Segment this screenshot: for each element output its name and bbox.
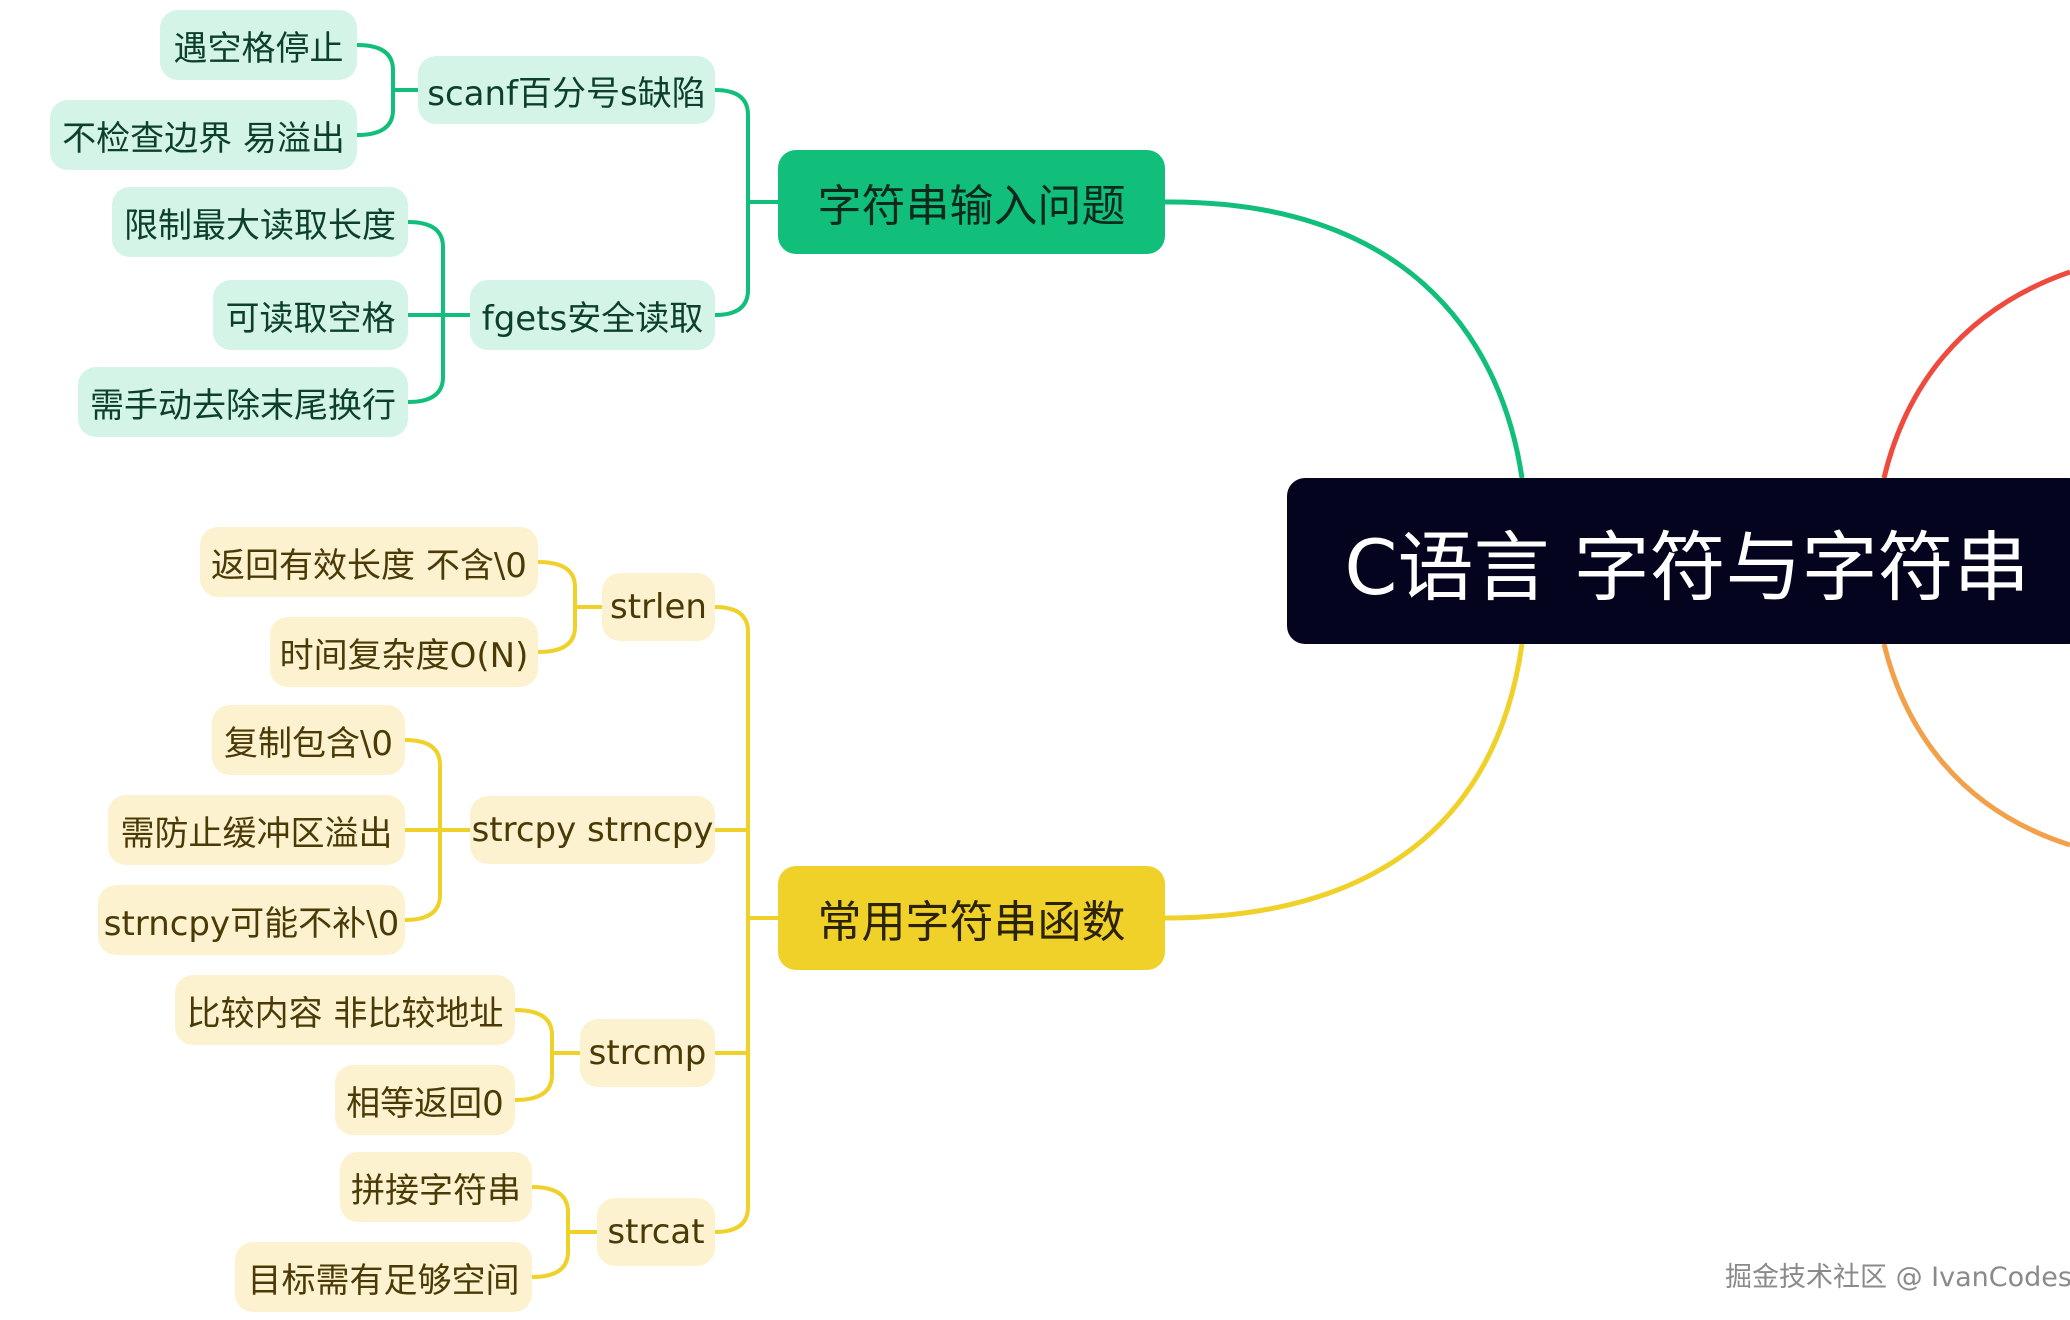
sub-scanf-defect[interactable]: scanf百分号s缺陷: [418, 56, 715, 124]
leaf-label: 限制最大读取长度: [124, 205, 396, 246]
sub-label: strcmp: [588, 1033, 707, 1073]
sub-strcpy-strncpy[interactable]: strcpy strncpy: [470, 796, 715, 864]
branch-input-issues[interactable]: 字符串输入问题: [778, 150, 1165, 254]
link-functions-bracket: [714, 605, 778, 1234]
sub-fgets-safe[interactable]: fgets安全读取: [470, 280, 715, 350]
link-root-to-input: [1164, 199, 1525, 479]
leaf-no-bounds-check[interactable]: 不检查边界 易溢出: [50, 100, 357, 170]
leaf-label: 可读取空格: [225, 298, 396, 339]
link-input-bracket: [714, 88, 778, 317]
leaf-copy-includes-null[interactable]: 复制包含\0: [212, 705, 405, 775]
link-root-to-offscreen-orange: [1881, 643, 2070, 848]
leaf-equal-returns-zero[interactable]: 相等返回0: [335, 1065, 515, 1135]
leaf-remove-newline[interactable]: 需手动去除末尾换行: [78, 367, 408, 437]
sub-label: strcpy strncpy: [471, 810, 714, 850]
sub-strcmp[interactable]: strcmp: [580, 1019, 715, 1087]
leaf-label: 比较内容 非比较地址: [186, 993, 504, 1034]
leaf-strlen-complexity[interactable]: 时间复杂度O(N): [270, 617, 538, 687]
leaf-label: strncpy可能不补\0: [103, 903, 400, 944]
sub-strlen[interactable]: strlen: [602, 573, 715, 641]
sub-strcat[interactable]: strcat: [597, 1198, 715, 1266]
leaf-compare-content[interactable]: 比较内容 非比较地址: [175, 975, 515, 1045]
leaf-label: 复制包含\0: [223, 723, 394, 764]
link-root-to-offscreen-red: [1881, 269, 2070, 479]
leaf-label: 拼接字符串: [351, 1170, 521, 1211]
leaf-label: 时间复杂度O(N): [279, 635, 529, 676]
link-strcat-bracket: [531, 1185, 597, 1279]
leaf-label: 需手动去除末尾换行: [90, 385, 396, 426]
leaf-strlen-return[interactable]: 返回有效长度 不含\0: [200, 527, 538, 597]
link-strcpy-bracket: [404, 738, 470, 922]
leaf-limit-max-length[interactable]: 限制最大读取长度: [112, 187, 408, 257]
leaf-label: 相等返回0: [346, 1083, 504, 1124]
watermark: 掘金技术社区 @ IvanCodes: [1725, 1255, 2070, 1294]
root-node[interactable]: C语言 字符与字符串: [1287, 478, 2070, 644]
leaf-enough-space[interactable]: 目标需有足够空间: [235, 1242, 532, 1312]
branch-common-functions[interactable]: 常用字符串函数: [778, 866, 1165, 970]
branch-label: 常用字符串函数: [817, 897, 1126, 948]
link-strlen-bracket: [537, 560, 602, 654]
sub-label: strlen: [610, 587, 707, 627]
leaf-label: 遇空格停止: [173, 28, 344, 69]
sub-label: scanf百分号s缺陷: [427, 73, 706, 114]
leaf-concatenate[interactable]: 拼接字符串: [340, 1152, 532, 1222]
leaf-label: 返回有效长度 不含\0: [211, 545, 527, 586]
link-strcmp-bracket: [514, 1008, 580, 1102]
leaf-stops-at-space[interactable]: 遇空格停止: [160, 10, 357, 80]
link-scanf-bracket: [356, 43, 418, 137]
link-root-to-functions: [1164, 643, 1525, 921]
watermark-text: 掘金技术社区 @ IvanCodes: [1725, 1262, 2070, 1293]
leaf-label: 目标需有足够空间: [247, 1260, 520, 1301]
root-label: C语言 字符与字符串: [1344, 523, 2030, 612]
leaf-reads-spaces[interactable]: 可读取空格: [213, 280, 408, 350]
leaf-label: 需防止缓冲区溢出: [120, 813, 393, 854]
sub-label: fgets安全读取: [481, 298, 704, 339]
leaf-label: 不检查边界 易溢出: [62, 118, 345, 159]
leaf-prevent-overflow[interactable]: 需防止缓冲区溢出: [108, 795, 405, 865]
link-fgets-bracket: [407, 220, 470, 404]
leaf-strncpy-no-null[interactable]: strncpy可能不补\0: [98, 885, 405, 955]
branch-label: 字符串输入问题: [817, 181, 1126, 232]
sub-label: strcat: [607, 1212, 705, 1252]
